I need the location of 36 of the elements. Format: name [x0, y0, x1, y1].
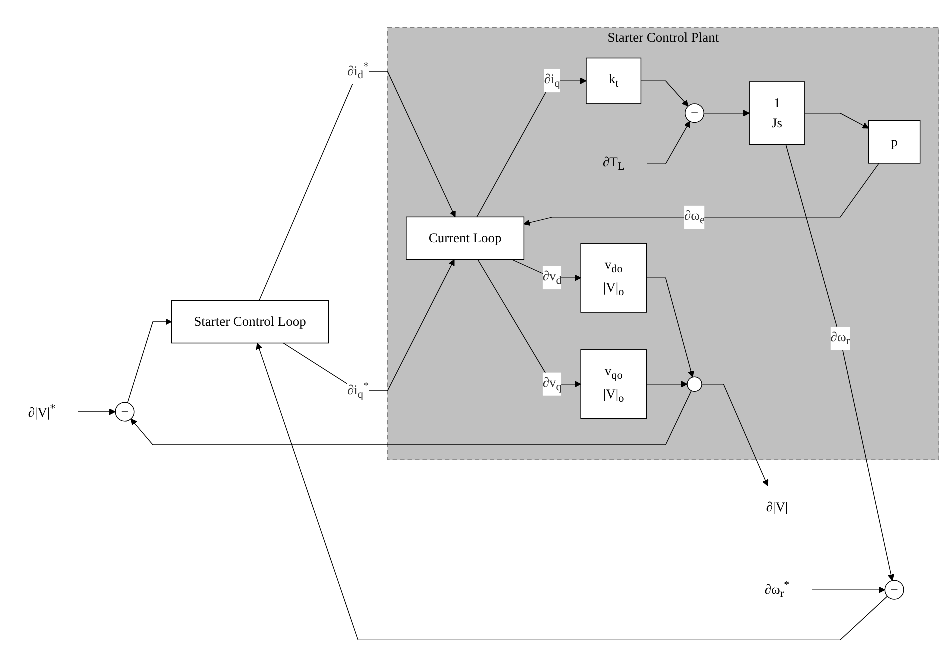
node-box: 1 Js — [749, 82, 806, 146]
node-circle: − — [115, 402, 135, 422]
node-circle: − — [685, 104, 705, 124]
arrow — [524, 163, 880, 226]
edge-label: ∂v$_{d}$ — [542, 268, 562, 288]
node-circle — [687, 376, 702, 392]
arrow — [702, 384, 769, 486]
node-box: v$_{do}$ |V|$_{o}$ — [580, 243, 647, 313]
arrow — [786, 144, 895, 582]
node-box: p — [868, 120, 921, 164]
arrow — [640, 80, 689, 107]
arrow — [78, 408, 116, 416]
arrow — [804, 113, 870, 129]
node-box: k$_{t}$ — [586, 58, 642, 104]
arrow — [476, 78, 587, 218]
edge-label: ∂v$_{q}$ — [542, 374, 562, 394]
arrow — [259, 71, 456, 302]
arrow — [704, 110, 750, 117]
node-text: ∂|V| — [766, 500, 788, 515]
arrow — [283, 260, 455, 392]
arrow — [130, 390, 692, 446]
edge-label: ∂i$_{q}$ — [544, 72, 560, 90]
edge-label: ∂ω$_{r}$ — [830, 329, 850, 348]
arrow — [646, 278, 694, 378]
arrow — [812, 586, 886, 594]
arrow — [646, 381, 688, 388]
node-box: Starter Control Loop — [171, 300, 330, 344]
arrow — [256, 342, 888, 641]
node-circle: − — [884, 580, 904, 600]
edge-label: ∂ω$_{e}$ — [684, 208, 706, 226]
arrow — [646, 121, 690, 165]
arrow — [127, 318, 172, 404]
node-text: ∂T$_{L}$ — [602, 154, 625, 174]
node-text: ∂|V|$^{*}$ — [28, 403, 56, 420]
node-box: Current Loop — [406, 216, 525, 260]
node-box: v$_{qo}$ |V|$_{o}$ — [580, 350, 647, 420]
